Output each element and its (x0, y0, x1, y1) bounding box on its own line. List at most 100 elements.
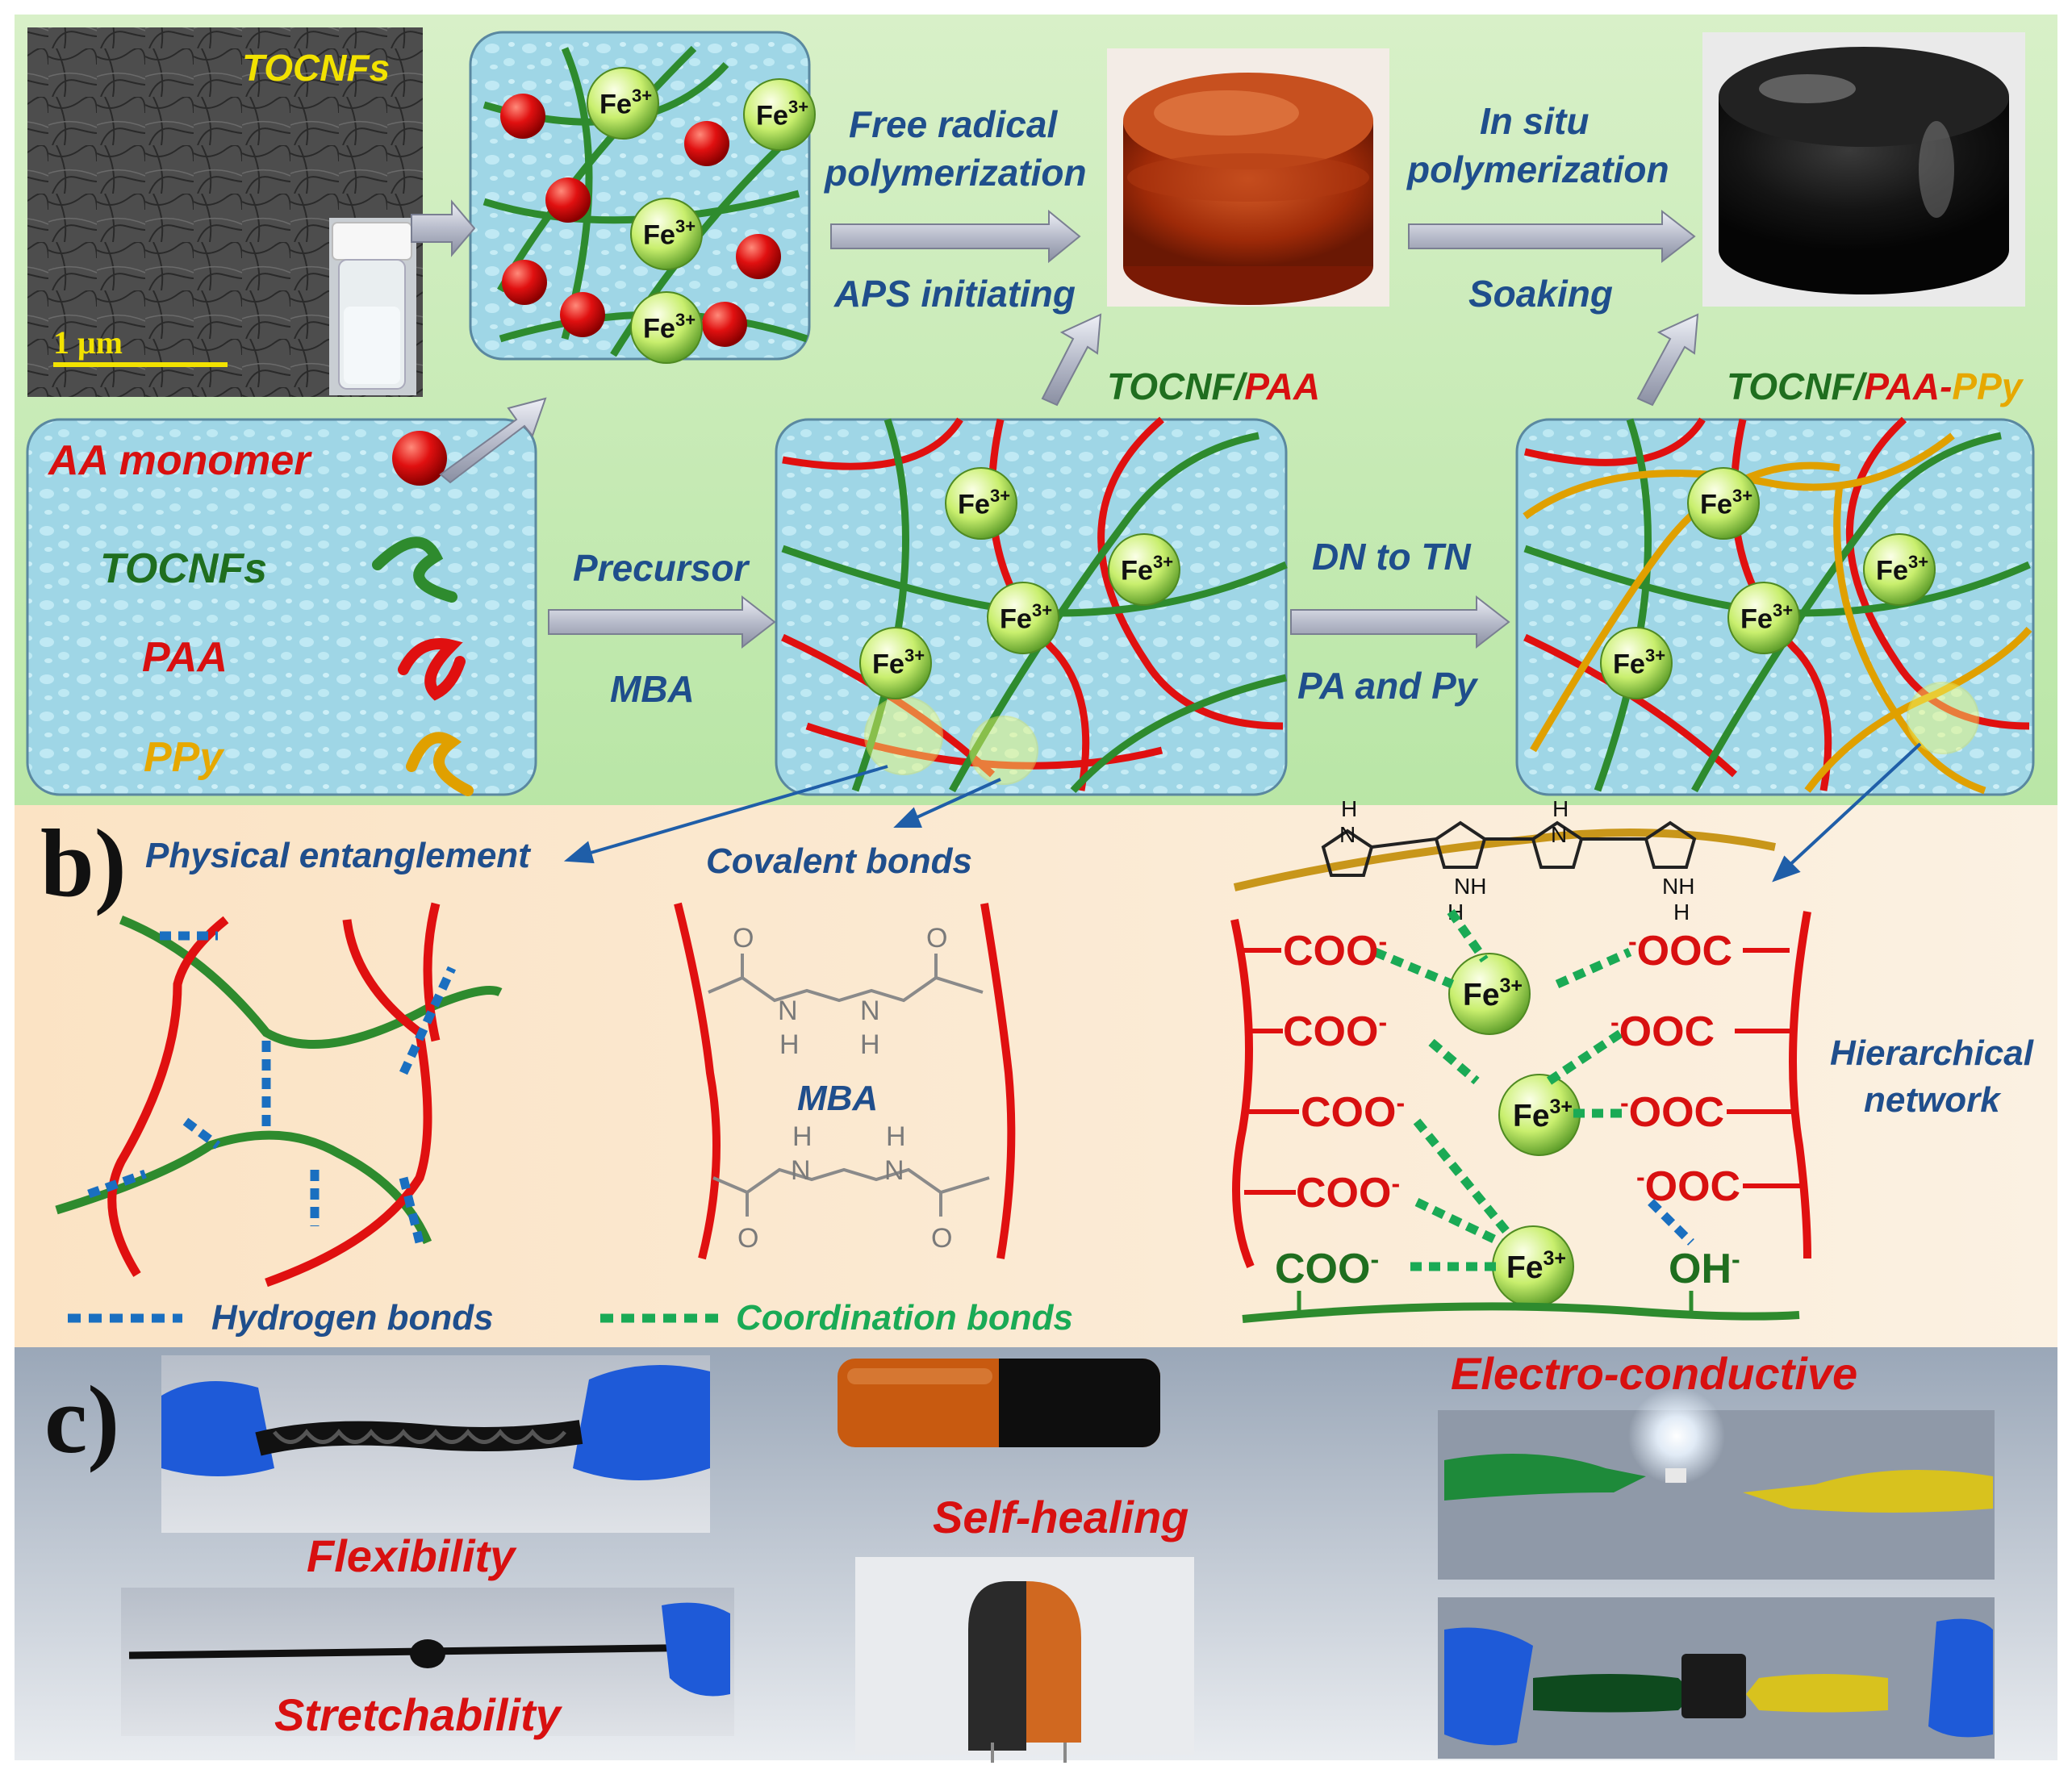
fe-ion-label-1: Fe3+ (599, 86, 652, 119)
tem-title: TOCNFs (242, 47, 390, 89)
arrow-in-situ (1408, 209, 1696, 264)
mba-n-2: N (860, 996, 880, 1026)
step1-label-top: Free radical (849, 103, 1058, 145)
coo-2: COO- (1283, 1008, 1387, 1055)
oh-green: OH- (1669, 1245, 1740, 1292)
fe-ion-4 (630, 291, 703, 364)
legend-tocnfs: TOCNFs (100, 545, 267, 592)
fe-ion-3 (630, 198, 703, 270)
fe-ion-label-8: Fe3+ (872, 645, 925, 679)
step2-label-top: In situ (1480, 100, 1589, 142)
pointer-arrows (563, 742, 1922, 883)
covalent-bonds-label: Covalent bonds (706, 841, 972, 881)
led-circuit-photo (1438, 1388, 1995, 1580)
mba-o-3: O (737, 1223, 758, 1254)
fe-ion-label-12: Fe3+ (1613, 645, 1665, 679)
step2-label-bottom: Soaking (1468, 273, 1613, 315)
coo-1: COO- (1283, 927, 1387, 975)
fe-ion-label-11: Fe3+ (1740, 600, 1793, 634)
hydrogen-bonds-label: Hydrogen bonds (211, 1298, 494, 1338)
fe-ion-label-4: Fe3+ (643, 310, 696, 344)
fe-ion-6 (1108, 533, 1180, 606)
fe-ion-label-10: Fe3+ (1876, 552, 1928, 586)
fe-ion-5 (945, 467, 1017, 540)
legend-paa: PAA (142, 634, 228, 681)
ooc-4: -OOC (1636, 1162, 1740, 1210)
mba-crosslink-diagram: O O N N H H H H N N O O MBA (674, 902, 1016, 1260)
fe-ion-label-3: Fe3+ (643, 216, 696, 250)
mba-label: MBA (797, 1079, 878, 1118)
self-healing-label: Self-healing (933, 1492, 1188, 1542)
fe-ion-10 (1863, 533, 1936, 606)
arrow-free-radical (830, 209, 1081, 264)
fe-ion-13 (1448, 953, 1531, 1035)
fe-ion-2 (743, 78, 816, 151)
ppy-symbol (406, 732, 474, 796)
label-tocnf-paa-ppy: TOCNF/PAA-PPy (1727, 365, 2024, 407)
hierarchical-network-diagram: N H NH H N H NH H (1230, 796, 2034, 1323)
ooc-1: -OOC (1628, 927, 1732, 975)
fe-ion-label-13: Fe3+ (1463, 975, 1523, 1012)
fe-ion-7 (987, 582, 1059, 654)
ooc-3: -OOC (1620, 1088, 1724, 1136)
legend-ppy: PPy (144, 734, 225, 781)
ppy-nh-1: N (1339, 822, 1356, 847)
self-healing-bar-photo (838, 1359, 1160, 1447)
flexibility-photo (161, 1355, 710, 1533)
mba-n-4: N (884, 1155, 904, 1186)
mba-h-3: H (792, 1121, 813, 1152)
fe-ion-11 (1727, 582, 1800, 654)
label-tocnf-paa: TOCNF/PAA (1107, 365, 1320, 407)
panel-b-background (15, 805, 2057, 1347)
step3-label-top: Precursor (573, 547, 750, 589)
bond-legend: Hydrogen bonds Coordination bonds (68, 1298, 1073, 1338)
mba-o-1: O (733, 923, 754, 954)
mba-h-4: H (886, 1121, 906, 1152)
coo-4: COO- (1296, 1169, 1400, 1217)
flexibility-label: Flexibility (307, 1530, 517, 1581)
mba-h-2: H (860, 1029, 880, 1060)
vial-photo (329, 218, 416, 395)
ppy-h-3: H (1552, 796, 1569, 821)
electro-conductive-label: Electro-conductive (1451, 1348, 1857, 1399)
mba-h-1: H (779, 1029, 800, 1060)
hierarchical-label-1: Hierarchical (1830, 1033, 2034, 1073)
mba-o-2: O (926, 923, 947, 954)
panel-label-c: c) (44, 1366, 119, 1473)
arrow-tn-up (1636, 313, 1699, 407)
mixture-box (469, 31, 811, 361)
panel-label-b: b) (40, 809, 127, 916)
fe-ion-label-6: Fe3+ (1121, 552, 1173, 586)
fe-ion-label-2: Fe3+ (756, 97, 808, 131)
arrow-tem-to-mix (411, 199, 476, 257)
fe-ion-label-5: Fe3+ (958, 486, 1010, 520)
stretchability-photo (121, 1588, 734, 1736)
step1-label-bottom: APS initiating (833, 273, 1076, 315)
ppy-h-4: H (1673, 900, 1690, 925)
fe-ion-label-15: Fe3+ (1506, 1247, 1566, 1285)
conductive-block-photo (1438, 1597, 1995, 1759)
step4-label-top: DN to TN (1312, 536, 1472, 578)
step1-label-top2: polymerization (823, 152, 1087, 194)
hierarchical-label-2: network (1864, 1080, 2002, 1120)
coordination-bonds-label: Coordination bonds (736, 1298, 1073, 1338)
tocnf-symbol (372, 536, 457, 603)
mba-n-1: N (778, 996, 798, 1026)
fe-ion-1 (587, 67, 659, 140)
paa-symbol (398, 638, 466, 701)
physical-entanglement-diagram (55, 902, 503, 1288)
fe-ion-12 (1600, 627, 1673, 699)
scale-bar-label: 1 μm (53, 324, 123, 361)
fe-ion-label-14: Fe3+ (1513, 1096, 1573, 1133)
ppy-nh-4: NH (1662, 874, 1694, 899)
arrow-legend-to-mix (439, 397, 547, 484)
ppy-hydrogel-photo (1702, 32, 2025, 307)
ppy-h-1: H (1341, 796, 1357, 821)
legend-aa-monomer: AA monomer (47, 437, 312, 484)
tem-image: TOCNFs 1 μm (27, 27, 423, 397)
ppy-nh-2: NH (1454, 874, 1486, 899)
arrow-dn-up (1041, 313, 1102, 407)
step2-label-top2: polymerization (1406, 148, 1669, 190)
components-legend-box: AA monomer TOCNFs PAA PPy (26, 418, 537, 796)
